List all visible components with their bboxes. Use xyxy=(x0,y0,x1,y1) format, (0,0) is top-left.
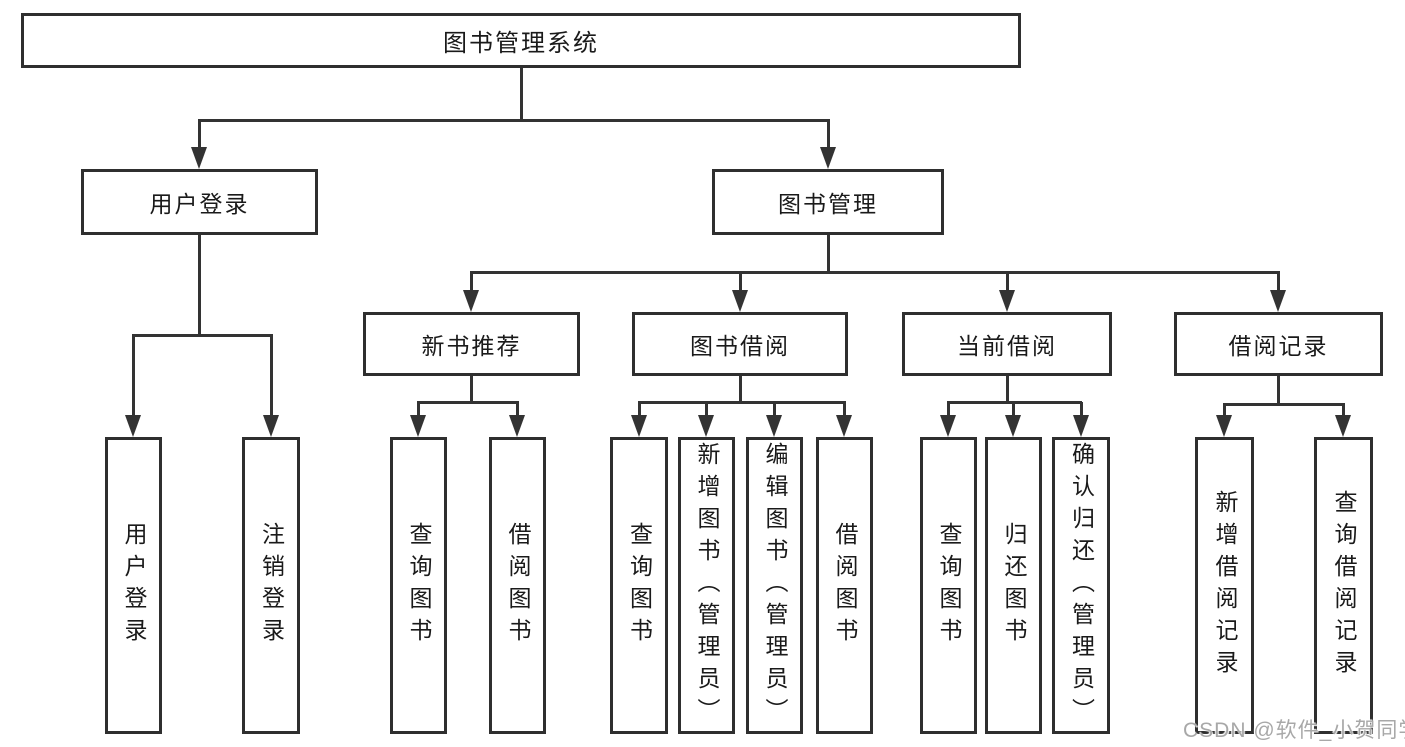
node-new-book-recommend: 新书推荐 xyxy=(363,312,580,376)
connector-borrowing-stem xyxy=(739,376,742,402)
connector-drop xyxy=(1012,402,1015,419)
leaf-return-books: 归还图书 xyxy=(985,437,1042,734)
leaf-add-book-admin: 新增图书（管理员） xyxy=(678,437,735,734)
node-library-system: 图书管理系统 xyxy=(21,13,1021,68)
arrowhead-down xyxy=(125,415,141,437)
connector-drop-borrow-records xyxy=(1277,272,1280,295)
node-label: 新书推荐 xyxy=(421,333,522,359)
node-borrow-records: 借阅记录 xyxy=(1174,312,1383,376)
node-book-borrowing: 图书借阅 xyxy=(632,312,848,376)
connector-level2-branch xyxy=(198,119,830,122)
connector-drop xyxy=(417,402,420,419)
connector-drop xyxy=(773,402,776,419)
leaf-label: 查询图书 xyxy=(626,521,653,650)
connector-drop xyxy=(516,402,519,419)
node-label: 借阅记录 xyxy=(1228,333,1329,359)
connector-drop xyxy=(1223,404,1226,419)
arrowhead-down xyxy=(1216,415,1232,437)
leaf-label: 用户登录 xyxy=(121,521,147,650)
leaf-label: 查询图书 xyxy=(936,521,962,650)
connector-records-branch xyxy=(1223,403,1345,406)
node-label: 图书管理系统 xyxy=(443,30,599,57)
connector-drop xyxy=(843,402,846,419)
leaf-label: 注销登录 xyxy=(258,521,285,650)
connector-level3-branch xyxy=(470,271,1280,274)
leaf-label: 查询借阅记录 xyxy=(1331,489,1357,682)
connector-recommend-branch xyxy=(417,401,519,404)
connector-drop xyxy=(1080,402,1083,419)
arrowhead-down xyxy=(1335,415,1351,437)
arrowhead-down xyxy=(263,415,279,437)
arrowhead-down xyxy=(698,415,714,437)
connector-drop xyxy=(638,402,641,419)
leaf-label: 借阅图书 xyxy=(832,521,858,650)
leaf-query-books-borrowing: 查询图书 xyxy=(610,437,668,734)
connector-current-stem xyxy=(1006,376,1009,402)
arrowhead-down xyxy=(191,147,207,169)
connector-drop-leaf-user-login xyxy=(132,335,135,420)
connector-recommend-stem xyxy=(470,376,473,402)
leaf-label: 编辑图书（管理员） xyxy=(762,441,788,730)
connector-drop xyxy=(705,402,708,419)
node-current-borrowing: 当前借阅 xyxy=(902,312,1112,376)
connector-borrowing-branch xyxy=(638,401,846,404)
node-label: 图书借阅 xyxy=(690,333,790,359)
leaf-label: 查询图书 xyxy=(406,521,432,650)
leaf-confirm-return-admin: 确认归还（管理员） xyxy=(1052,437,1110,734)
node-label: 当前借阅 xyxy=(957,333,1057,359)
connector-drop-leaf-logout xyxy=(270,335,273,420)
arrowhead-down xyxy=(820,147,836,169)
leaf-query-borrow-record: 查询借阅记录 xyxy=(1314,437,1373,734)
connector-root-stem xyxy=(520,68,523,120)
leaf-add-borrow-record: 新增借阅记录 xyxy=(1195,437,1254,734)
arrowhead-down xyxy=(766,415,782,437)
arrowhead-down xyxy=(410,415,426,437)
connector-drop xyxy=(1342,404,1345,419)
node-label: 用户登录 xyxy=(149,191,250,217)
arrowhead-down xyxy=(631,415,647,437)
arrowhead-down xyxy=(836,415,852,437)
leaf-label: 归还图书 xyxy=(1001,521,1027,650)
connector-user-login-branch xyxy=(132,334,273,337)
arrowhead-down xyxy=(1005,415,1021,437)
leaf-borrow-books-borrowing: 借阅图书 xyxy=(816,437,873,734)
leaf-label: 确认归还（管理员） xyxy=(1068,441,1095,730)
arrowhead-down xyxy=(999,290,1015,312)
arrowhead-down xyxy=(1073,415,1089,437)
connector-drop-book-borrowing xyxy=(739,272,742,295)
leaf-query-books-current: 查询图书 xyxy=(920,437,977,734)
arrowhead-down xyxy=(463,290,479,312)
connector-records-stem xyxy=(1277,376,1280,404)
arrowhead-down xyxy=(940,415,956,437)
connector-drop-current-borrowing xyxy=(1006,272,1009,295)
leaf-label: 借阅图书 xyxy=(505,521,531,650)
connector-drop-book-management xyxy=(827,120,830,152)
leaf-query-books-recommend: 查询图书 xyxy=(390,437,447,734)
connector-drop-user-login xyxy=(198,120,201,152)
leaf-borrow-books-recommend: 借阅图书 xyxy=(489,437,546,734)
node-book-management: 图书管理 xyxy=(712,169,944,235)
connector-drop xyxy=(947,402,950,419)
connector-drop-new-book-recommend xyxy=(470,272,473,295)
leaf-edit-book-admin: 编辑图书（管理员） xyxy=(746,437,803,734)
connector-user-login-stem xyxy=(198,235,201,335)
leaf-label: 新增图书（管理员） xyxy=(694,441,720,730)
csdn-watermark: CSDN @软件_小贺同学 xyxy=(1183,719,1405,742)
arrowhead-down xyxy=(1270,290,1286,312)
arrowhead-down xyxy=(732,290,748,312)
leaf-user-login: 用户登录 xyxy=(105,437,162,734)
node-label: 图书管理 xyxy=(778,191,878,217)
arrowhead-down xyxy=(509,415,525,437)
node-user-login: 用户登录 xyxy=(81,169,318,235)
leaf-logout: 注销登录 xyxy=(242,437,300,734)
leaf-label: 新增借阅记录 xyxy=(1212,489,1238,682)
connector-book-management-stem xyxy=(827,235,830,272)
